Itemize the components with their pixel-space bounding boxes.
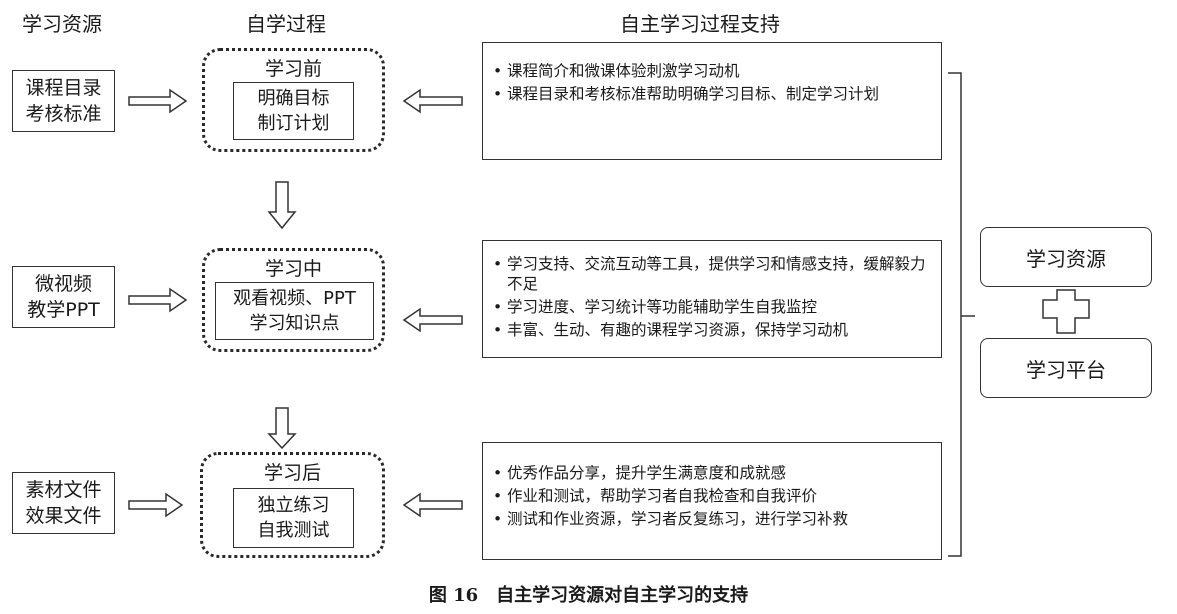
support-during-item-2: 学习进度、学习统计等功能辅助学生自我监控 bbox=[491, 297, 931, 317]
stage-during-line2: 学习知识点 bbox=[249, 313, 340, 334]
support-before-item-1: 课程简介和微课体验刺激学习动机 bbox=[491, 61, 931, 81]
arrow-left-icon bbox=[402, 307, 463, 333]
support-during-item-1: 学习支持、交流互动等工具，提供学习和情感支持，缓解毅力不足 bbox=[491, 254, 931, 294]
resource-3-line1: 素材文件 bbox=[25, 479, 102, 501]
stage-before-title: 学习前 bbox=[264, 58, 322, 80]
figure-caption: 图 16 自主学习资源对自主学习的支持 bbox=[428, 585, 749, 606]
stage-before-line2: 制订计划 bbox=[257, 113, 330, 134]
bracket bbox=[948, 72, 975, 557]
resource-box-1: 课程目录 考核标准 bbox=[12, 70, 115, 132]
arrow-right-icon bbox=[128, 287, 188, 313]
stage-before-line1: 明确目标 bbox=[257, 88, 330, 109]
resource-3-line2: 效果文件 bbox=[25, 505, 102, 527]
resource-2-line1: 微视频 bbox=[34, 273, 92, 295]
support-after-item-3: 测试和作业资源，学习者反复练习，进行学习补救 bbox=[491, 509, 931, 529]
header-process: 自学过程 bbox=[246, 12, 326, 36]
stage-during: 学习中 观看视频、PPT 学习知识点 bbox=[202, 248, 385, 352]
resource-2-line2: 教学PPT bbox=[27, 299, 100, 321]
stage-before-content: 明确目标 制订计划 bbox=[233, 82, 354, 140]
stage-after-title: 学习后 bbox=[263, 462, 321, 484]
arrow-right-icon bbox=[128, 492, 184, 518]
support-box-after: 优秀作品分享，提升学生满意度和成就感 作业和测试，帮助学习者自我检查和自我评价 … bbox=[482, 442, 942, 560]
arrow-right-icon bbox=[128, 88, 188, 114]
support-after-item-2: 作业和测试，帮助学习者自我检查和自我评价 bbox=[491, 486, 931, 506]
stage-during-title: 学习中 bbox=[264, 258, 322, 280]
resource-1-line2: 考核标准 bbox=[25, 103, 102, 125]
arrow-left-icon bbox=[402, 492, 463, 518]
stage-after-line2: 自我测试 bbox=[257, 520, 330, 541]
support-box-during: 学习支持、交流互动等工具，提供学习和情感支持，缓解毅力不足 学习进度、学习统计等… bbox=[482, 240, 942, 358]
support-before-item-2: 课程目录和考核标准帮助明确学习目标、制定学习计划 bbox=[491, 84, 931, 104]
plus-icon bbox=[1042, 289, 1090, 334]
support-during-item-3: 丰富、生动、有趣的课程学习资源，保持学习动机 bbox=[491, 320, 931, 340]
resource-box-2: 微视频 教学PPT bbox=[12, 266, 115, 328]
platform-learning-box: 学习平台 bbox=[980, 338, 1152, 398]
resource-box-3: 素材文件 效果文件 bbox=[12, 472, 115, 534]
stage-during-content: 观看视频、PPT 学习知识点 bbox=[215, 282, 374, 340]
header-resources: 学习资源 bbox=[22, 12, 102, 36]
support-box-before: 课程简介和微课体验刺激学习动机 课程目录和考核标准帮助明确学习目标、制定学习计划 bbox=[482, 42, 942, 160]
stage-before: 学习前 明确目标 制订计划 bbox=[202, 48, 385, 152]
stage-after-line1: 独立练习 bbox=[257, 495, 330, 516]
platform-resources-box: 学习资源 bbox=[980, 227, 1152, 287]
resource-1-line1: 课程目录 bbox=[25, 77, 102, 99]
arrow-down-icon bbox=[267, 181, 297, 230]
support-after-item-1: 优秀作品分享，提升学生满意度和成就感 bbox=[491, 463, 931, 483]
arrow-left-icon bbox=[402, 88, 463, 114]
header-support: 自主学习过程支持 bbox=[620, 12, 780, 36]
stage-during-line1: 观看视频、PPT bbox=[233, 288, 356, 309]
stage-after-content: 独立练习 自我测试 bbox=[233, 488, 354, 548]
stage-after: 学习后 独立练习 自我测试 bbox=[200, 452, 385, 558]
arrow-down-icon bbox=[267, 407, 297, 450]
